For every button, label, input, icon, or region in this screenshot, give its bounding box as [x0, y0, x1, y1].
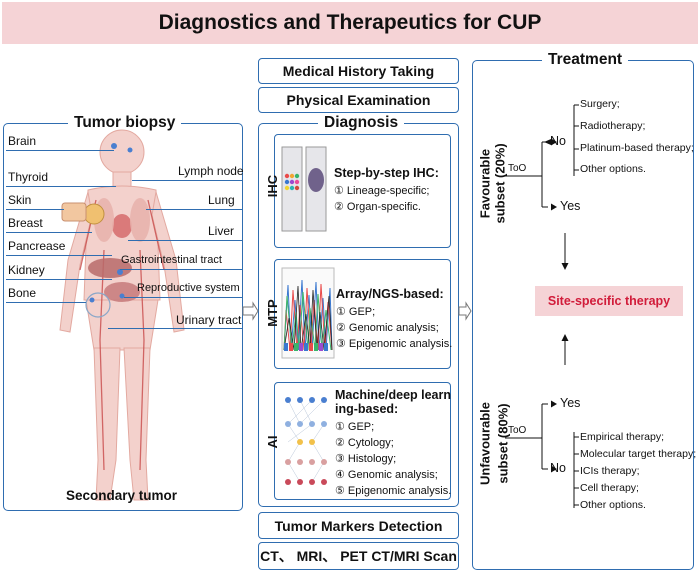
unfav-option-1: Empirical therapy;	[580, 431, 665, 443]
ihc-item-1: ① Lineage-specific;	[334, 185, 430, 197]
ai-box	[274, 382, 451, 500]
ai-item-2: ② Cytology;	[335, 437, 394, 449]
organ-label-bone: Bone	[8, 286, 37, 300]
fav-option-2: Radiotherapy;	[580, 120, 646, 132]
organ-line-brain	[6, 150, 114, 151]
organ-label-liver: Liver	[208, 224, 235, 238]
tumor-markers-box: Tumor Markers Detection	[258, 512, 459, 539]
ai-item-3: ③ Histology;	[335, 453, 397, 465]
organ-label-pancrease: Pancrease	[8, 239, 66, 253]
ihc-item-2: ② Organ-specific.	[334, 201, 421, 213]
ai-item-1: ① GEP;	[335, 421, 375, 433]
organ-label-gi-tract: Gastrointestinal tract	[121, 254, 222, 266]
organ-label-lung-right: Lung	[208, 193, 235, 207]
unfav-option-2: Molecular target therapy;	[580, 448, 697, 460]
secondary-tumor-label: Secondary tumor	[66, 488, 178, 503]
organ-label-lymph-node: Lymph node	[178, 164, 244, 178]
unfav-option-5: Other options.	[580, 499, 646, 511]
unfav-no-label: No	[550, 461, 566, 475]
organ-line-lung	[146, 209, 242, 210]
fav-option-1: Surgery;	[580, 98, 620, 110]
organ-label-urinary: Urinary tract	[176, 313, 242, 327]
fav-yes-label: Yes	[560, 199, 581, 213]
medical-history-box: Medical History Taking	[258, 58, 459, 84]
organ-line-urinary	[108, 328, 242, 329]
page-title: Diagnostics and Therapeutics for CUP	[2, 2, 698, 44]
ihc-heading: Step-by-step IHC:	[334, 166, 439, 180]
organ-line-breast	[6, 232, 92, 233]
ai-heading-line1: Machine/deep learn	[335, 388, 452, 402]
mtp-item-3: ③ Epigenomic analysis.	[336, 338, 453, 350]
organ-label-skin: Skin	[8, 193, 32, 207]
fav-option-4: Other options.	[580, 163, 646, 175]
mtp-item-1: ① GEP;	[336, 306, 376, 318]
organ-line-liver	[128, 240, 242, 241]
too-label-unfavourable: ToO	[508, 425, 527, 436]
ai-heading-line2: ing-based:	[335, 402, 399, 416]
diagnosis-title: Diagnosis	[318, 114, 405, 132]
organ-line-kidney	[6, 279, 112, 280]
organ-label-brain: Brain	[8, 134, 37, 148]
unfav-yes-label: Yes	[560, 396, 581, 410]
organ-line-lymph-node	[132, 180, 242, 181]
organ-line-gi-tract	[120, 269, 242, 270]
organ-label-reproductive: Reproductive system	[137, 282, 240, 294]
organ-line-pancrease	[6, 255, 112, 256]
fav-no-label: No	[550, 134, 566, 148]
ihc-box	[274, 134, 451, 248]
tumor-biopsy-title: Tumor biopsy	[68, 114, 182, 132]
unfav-option-4: Cell therapy;	[580, 482, 639, 494]
mtp-heading: Array/NGS-based:	[336, 287, 444, 301]
physical-exam-box: Physical Examination	[258, 87, 459, 113]
mtp-item-2: ② Genomic analysis;	[336, 322, 439, 334]
imaging-scan-box: CT、 MRI、 PET CT/MRI Scan	[258, 542, 459, 570]
treatment-title: Treatment	[542, 51, 629, 69]
too-label-favourable: ToO	[508, 163, 527, 174]
organ-label-breast: Breast	[8, 216, 43, 230]
organ-label-kidney: Kidney	[8, 263, 45, 277]
fav-option-3: Platinum-based therapy;	[580, 142, 694, 154]
site-specific-therapy-box: Site-specific therapy	[535, 286, 683, 316]
organ-label-thyroid: Thyroid	[8, 170, 49, 184]
ai-item-4: ④ Genomic analysis;	[335, 469, 438, 481]
ai-item-5: ⑤ Epigenomic analysis.	[335, 485, 452, 497]
organ-line-bone	[6, 302, 86, 303]
unfav-option-3: ICIs therapy;	[580, 465, 640, 477]
organ-line-thyroid	[6, 186, 116, 187]
organ-line-skin	[6, 209, 64, 210]
organ-line-reproductive	[124, 297, 242, 298]
